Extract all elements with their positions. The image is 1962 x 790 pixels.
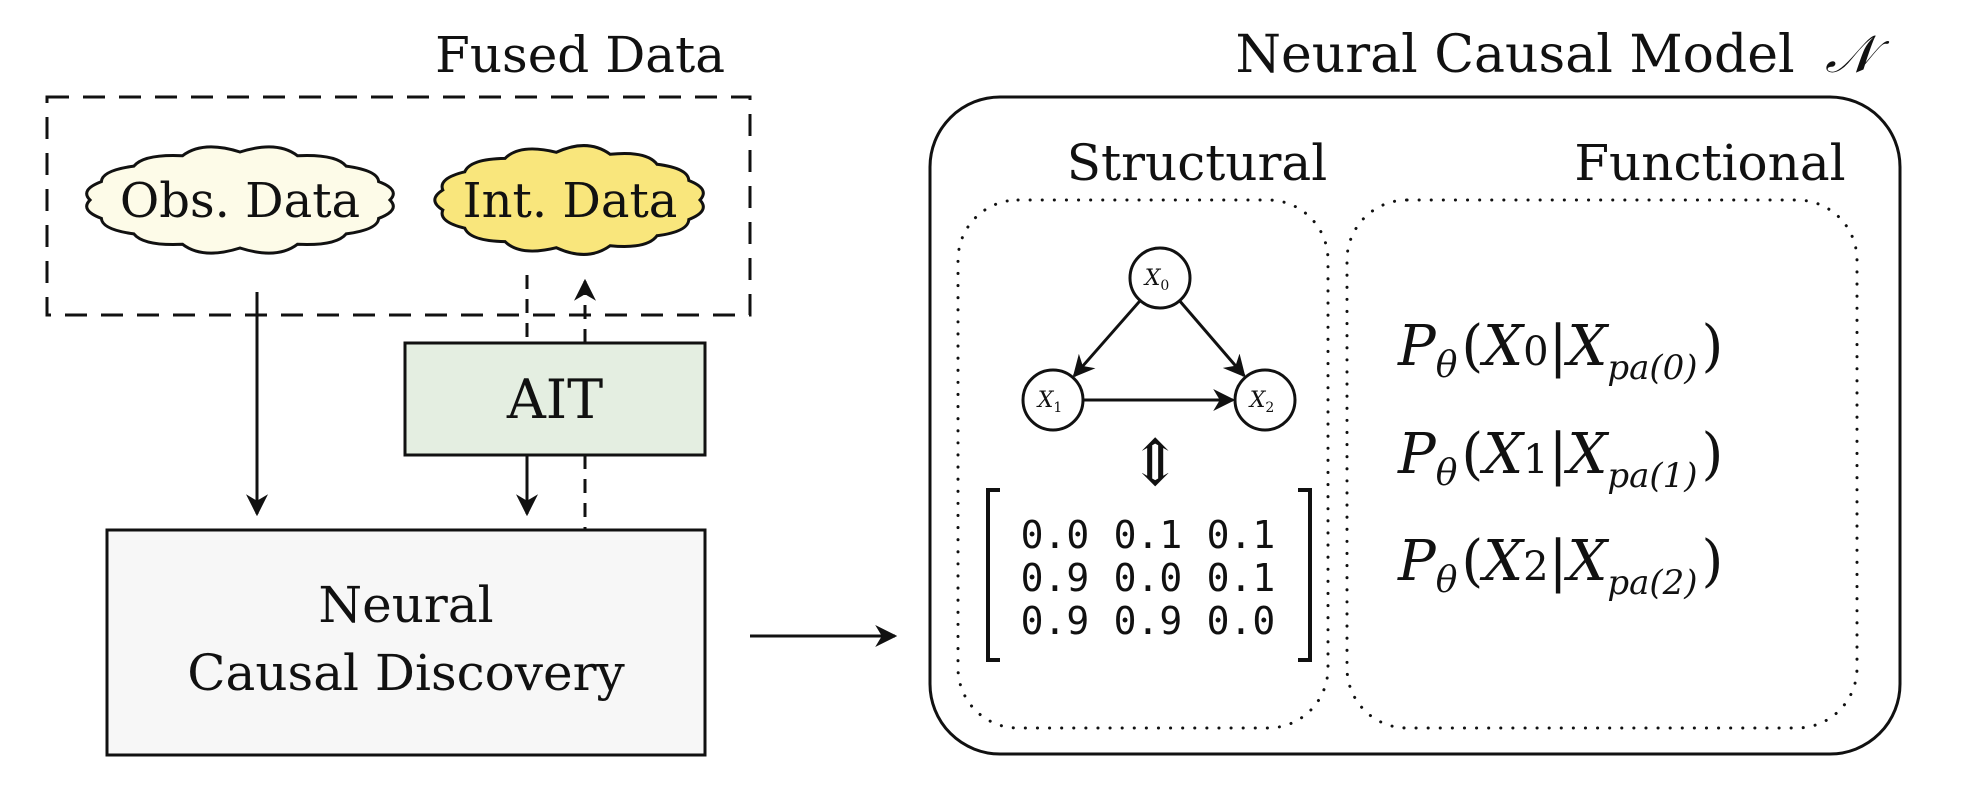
matrix-cell-0-2: 0.1 [1207,513,1276,557]
matrix-cell-1-1: 0.0 [1114,556,1183,600]
structural-label: Structural [1067,134,1327,192]
ncd-box [105,528,707,757]
matrix-cell-0-1: 0.1 [1114,513,1183,557]
matrix-cell-1-0: 0.9 [1021,556,1090,600]
matrix-cell-2-2: 0.0 [1207,599,1276,643]
functional-label: Functional [1574,134,1845,192]
graph-node-label-X0: X0 [1143,266,1170,294]
int-cloud-shape [433,144,705,256]
functional-dotted-box [1345,198,1859,730]
functional-equations: Pθ(X0|Xpa(0)) Pθ(X1|Xpa(1)) Pθ(X2|Xpa(2)) [1397,314,1723,603]
matrix-left-bracket [986,488,1000,662]
matrix-cell-2-1: 0.9 [1114,599,1183,643]
graph-edge-X0-X2 [1178,299,1246,378]
graph-node-label-X2: X2 [1248,388,1275,416]
functional-equation-2: Pθ(X2|Xpa(2)) [1397,529,1723,603]
fused-data-title: Fused Data [435,26,725,84]
graph-edge-X0-X1 [1072,299,1142,378]
obs-data-label: Obs. Data [120,173,360,229]
ncm-title-text: Neural Causal Model [1235,25,1794,85]
graph-node-label-X1: X1 [1036,388,1063,416]
ait-box [403,341,707,457]
matrix-cell-2-0: 0.9 [1021,599,1090,643]
matrix-cell-0-0: 0.0 [1021,513,1090,557]
obs-data-cloud: Obs. Data [85,145,395,255]
matrix-right-bracket [1298,488,1312,662]
equivalence-symbol: ⇕ [1128,427,1182,501]
matrix-cell-1-2: 0.1 [1207,556,1276,600]
ait-label: AIT [506,368,603,431]
ncm-symbol: 𝒩 [1825,25,1890,85]
functional-equation-0: Pθ(X0|Xpa(0)) [1397,314,1723,388]
ncm-title: Neural Causal Model 𝒩 [1235,25,1890,85]
graph-node-X0 [1128,246,1192,310]
graph-node-X1 [1021,368,1085,432]
fused-data-dashed-box [45,95,752,317]
int-data-cloud: Int. Data [433,144,705,256]
ncm-outer-box [928,95,1902,756]
graph-node-X2 [1233,368,1297,432]
int-data-label: Int. Data [463,173,678,229]
functional-equation-1: Pθ(X1|Xpa(1)) [1397,422,1723,496]
ncd-label-line1: Neural [318,576,493,634]
ncd-label-line2: Causal Discovery [187,644,625,702]
obs-cloud-shape [85,145,395,255]
